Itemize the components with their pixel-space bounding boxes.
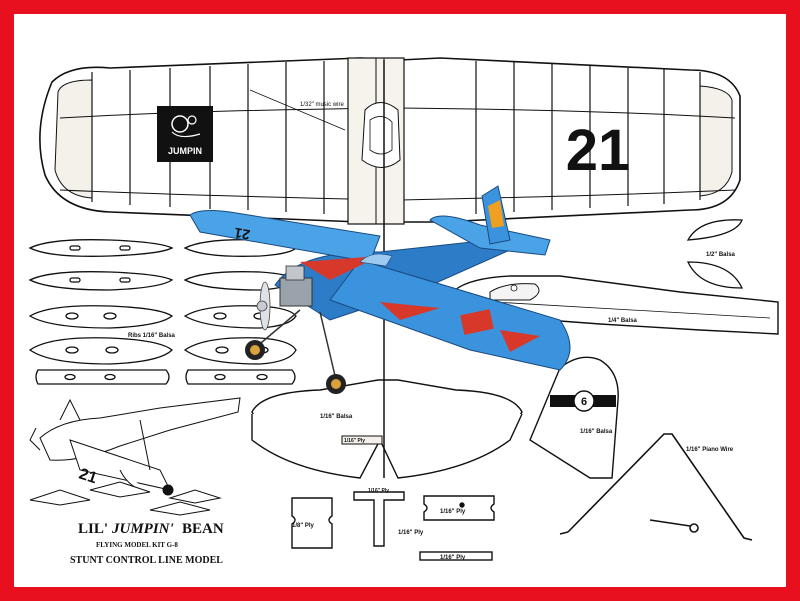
airplane-number: 21 [233,225,251,243]
rudder-plan [529,356,619,479]
ply-strip-label: 1/16" Ply [440,555,466,561]
ply-parts [291,491,495,561]
ply-eighth-label: 1/8" Ply [292,523,315,529]
box-subtitle: FLYING MODEL KIT G-8 [96,541,178,549]
box-art: 21 LIL' JUMPIN' BEAN FLYING MODEL KIT G-… [29,397,241,566]
ply-mid-label: 1/16" Ply [398,530,424,536]
rib-left-1 [28,239,174,257]
rib-left-5 [35,369,170,385]
landing-gear-wire [559,433,753,541]
stabilizer-ply-label: 1/16" Ply [344,438,365,444]
plan-frame: 1/32" music wire JUMPIN 21 Ribs 1/16" Ba… [14,14,786,587]
stabilizer-plan [251,379,523,479]
rib-left-3 [28,305,174,329]
rudder-number: 6 [581,396,587,408]
jumpin-decal: JUMPIN [157,106,213,162]
wire-label: 1/16" Piano Wire [686,447,734,453]
ply-bracket-label: 1/16" Ply [440,509,466,515]
ply-bracket-part [423,495,495,521]
box-title-bean: BEAN [182,521,224,537]
decal-text: JUMPIN [168,146,202,156]
rib-label: Ribs 1/16" Balsa [128,333,176,339]
wing-number: 21 [566,118,631,183]
rib-left-4 [28,337,173,365]
rib-right-5 [185,369,296,385]
rib-left-2 [28,271,174,291]
model-plan-drawing: 1/32" music wire JUMPIN 21 Ribs 1/16" Ba… [28,57,779,566]
box-title-jumpin: JUMPIN' [111,521,174,537]
ply-t-label: 1/16" Ply [368,488,389,494]
fin-label: 1/2" Balsa [706,252,736,258]
ply-strip-part [419,551,493,561]
box-title-lil: LIL' [78,521,108,537]
rib-parts [28,239,297,385]
fin-pieces [686,219,744,289]
model-number: 21 [77,466,99,488]
ply-t-part [353,491,405,547]
fuselage-side-view [454,275,779,335]
fuselage-label: 1/4" Balsa [608,318,638,324]
ply-eighth-part [291,497,333,549]
spar-wire-label: 1/32" music wire [300,102,344,108]
rudder-label: 1/16" Balsa [580,429,613,435]
wing-plan [39,57,741,225]
stabilizer-label: 1/16" Balsa [320,414,353,420]
rib-right-3 [183,305,297,329]
box-tagline: STUNT CONTROL LINE MODEL [70,555,223,566]
color-airplane-photo: 21 [189,60,571,478]
rib-right-4 [183,337,297,365]
